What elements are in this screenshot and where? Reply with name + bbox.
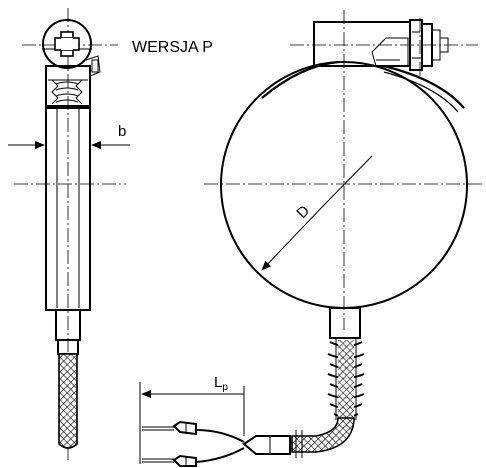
label-b: b bbox=[118, 123, 126, 140]
front-gland bbox=[329, 307, 361, 339]
connector-sleeve bbox=[242, 435, 291, 455]
lead-wires bbox=[142, 420, 245, 467]
front-housing bbox=[313, 19, 449, 71]
dim-b: b bbox=[8, 123, 130, 149]
label-lp: Lp bbox=[214, 374, 228, 393]
spring-coil bbox=[327, 338, 365, 420]
braided-cable-side bbox=[58, 353, 78, 449]
screw-head bbox=[42, 19, 92, 69]
dim-lp: Lp bbox=[139, 374, 245, 464]
front-view: D bbox=[139, 10, 484, 467]
version-label: WERSJA P bbox=[132, 39, 213, 56]
braided-cable-bend bbox=[291, 417, 355, 458]
screw-housing bbox=[45, 65, 91, 109]
dim-d: D bbox=[261, 155, 373, 271]
side-view: b bbox=[8, 8, 130, 460]
